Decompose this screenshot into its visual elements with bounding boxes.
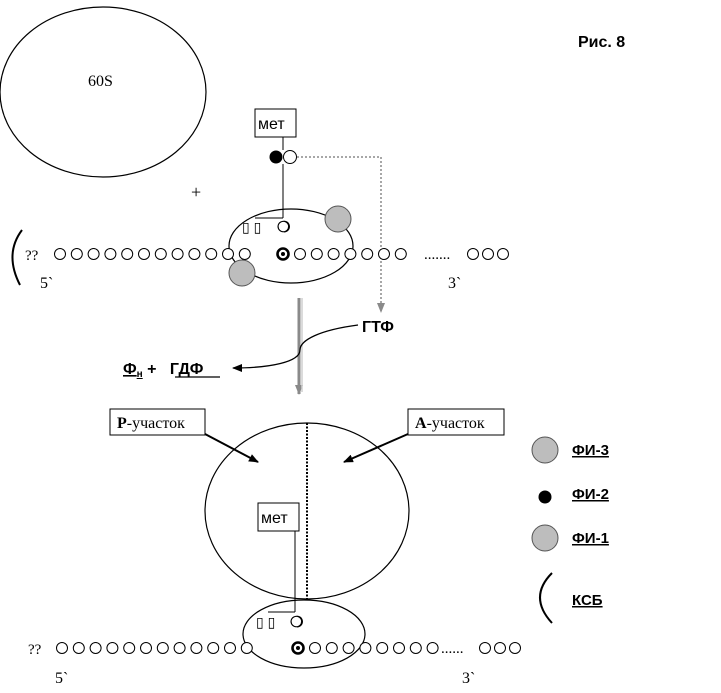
small-subunit-top — [228, 208, 354, 284]
legend-cap-arc-symbol — [539, 572, 553, 624]
mrna-bottom-nucleotide — [123, 642, 136, 654]
mrna-bottom-nucleotide — [359, 642, 372, 654]
mrna-top-nucleotide — [467, 248, 479, 260]
mrna-top-nucleotide — [70, 248, 83, 260]
mrna-bottom-nucleotide — [106, 642, 119, 654]
p-site-box — [109, 408, 206, 436]
mrna-dots-top: ....... — [424, 247, 450, 263]
a-site-label: А-участок — [415, 415, 485, 432]
mrna-top-nucleotide — [238, 248, 251, 260]
mrna-bottom-nucleotide — [207, 642, 220, 654]
mrna-top-nucleotide — [54, 248, 66, 260]
mrna-start-top: ?? — [25, 248, 39, 264]
cap-arc-top — [11, 229, 23, 286]
mrna-top-nucleotide — [378, 248, 390, 260]
mrna-top-nucleotide — [482, 248, 494, 260]
subunit-60s — [0, 6, 207, 178]
fi2-dot-top — [269, 150, 283, 164]
mrna-top-nucleotide — [394, 248, 407, 260]
mrna-top-nucleotide — [87, 248, 100, 260]
fi3-circle-top — [324, 205, 352, 233]
mrna-top-nucleotide — [104, 248, 117, 260]
mrna-bottom-nucleotide — [56, 642, 68, 654]
mrna-top-nucleotide — [154, 248, 167, 260]
products-label: Фн + ГДФ — [123, 361, 204, 380]
three-prime-top: 3` — [448, 275, 461, 292]
anticodon-half-bottom: ❍ — [290, 614, 303, 631]
met-box-top — [254, 108, 297, 138]
legend-fi2-symbol — [538, 490, 552, 504]
legend: ФИ-3 ФИ-2 ФИ-1 КСБ — [531, 436, 609, 624]
met-label-bottom: мет — [261, 510, 288, 527]
mrna-top-nucleotide — [121, 248, 134, 260]
p-site-label: Р-участок — [117, 415, 185, 432]
mrna-bottom-nucleotide — [426, 642, 439, 654]
mrna-top-nucleotide — [294, 248, 306, 260]
five-prime-top: 5` — [40, 275, 53, 292]
mrna-bottom-start-codon-dot — [296, 646, 300, 650]
anticodon-top: ▯ ▯ — [242, 219, 261, 235]
mrna-bottom-nucleotide — [156, 642, 169, 654]
five-prime-bottom: 5` — [55, 670, 68, 687]
mrna-top-nucleotide — [310, 248, 323, 260]
met-box-bottom — [257, 502, 300, 532]
plus-sign: + — [191, 182, 201, 202]
legend-fi3-label: ФИ-3 — [572, 442, 609, 459]
mrna-top-nucleotide — [222, 248, 234, 260]
mrna-bottom-nucleotide — [72, 642, 85, 654]
a-site-box — [407, 408, 505, 436]
anticodon-bottom: ▯ ▯ — [256, 614, 275, 630]
legend-fi2-label: ФИ-2 — [572, 486, 609, 503]
mrna-top-nucleotide — [188, 248, 201, 260]
p-site-arrow — [204, 433, 259, 463]
mrna-dots-bottom: ...... — [441, 641, 464, 657]
mrna-bottom-nucleotide — [89, 642, 102, 654]
mrna-top-nucleotide — [205, 248, 218, 260]
fi1-circle-top — [228, 259, 256, 287]
mrna-bottom-nucleotide — [325, 642, 338, 654]
figure-label: Рис. 8 — [578, 34, 625, 51]
legend-csb-label: КСБ — [572, 592, 603, 609]
mrna-start-bottom: ?? — [28, 642, 42, 658]
mrna-top-start-codon-dot — [281, 252, 285, 256]
mrna-top-nucleotide — [344, 248, 357, 260]
mrna-bottom-nucleotide — [409, 642, 422, 654]
mrna-top-nucleotide — [138, 248, 150, 260]
mrna-bottom-nucleotide — [393, 642, 405, 654]
mrna-bottom-nucleotide — [309, 642, 321, 654]
hydrolysis-arrow — [232, 324, 359, 372]
a-site-arrow — [343, 433, 409, 463]
mrna-strand-top — [54, 247, 509, 261]
legend-fi1-label: ФИ-1 — [572, 530, 609, 547]
anticodon-half-top: ❍ — [277, 219, 290, 236]
mrna-bottom-nucleotide — [494, 642, 506, 654]
mrna-top-nucleotide — [327, 248, 340, 260]
mrna-bottom-nucleotide — [479, 642, 491, 654]
legend-fi3-symbol — [531, 436, 559, 464]
mrna-bottom-nucleotide — [509, 642, 521, 654]
mrna-bottom-nucleotide — [140, 642, 152, 654]
mrna-bottom-nucleotide — [376, 642, 389, 654]
gtp-label: ГТФ — [362, 319, 394, 336]
gtp-circle-top — [283, 150, 297, 164]
subunit-60s-label: 60S — [88, 73, 113, 90]
mrna-top-nucleotide — [171, 248, 184, 260]
small-subunit-bottom — [242, 599, 366, 669]
mrna-top-nucleotide — [361, 248, 374, 260]
mrna-bottom-nucleotide — [224, 642, 236, 654]
mrna-top-nucleotide — [497, 248, 509, 260]
mrna-bottom-nucleotide — [173, 642, 186, 654]
legend-fi1-symbol — [531, 524, 559, 552]
mrna-strand-bottom — [56, 641, 521, 655]
mrna-bottom-nucleotide — [190, 642, 203, 654]
three-prime-bottom: 3` — [462, 670, 475, 687]
met-label-top: мет — [258, 116, 285, 133]
gtp-dotted-path — [297, 156, 385, 313]
mrna-bottom-nucleotide — [240, 642, 253, 654]
mrna-bottom-nucleotide — [342, 642, 355, 654]
